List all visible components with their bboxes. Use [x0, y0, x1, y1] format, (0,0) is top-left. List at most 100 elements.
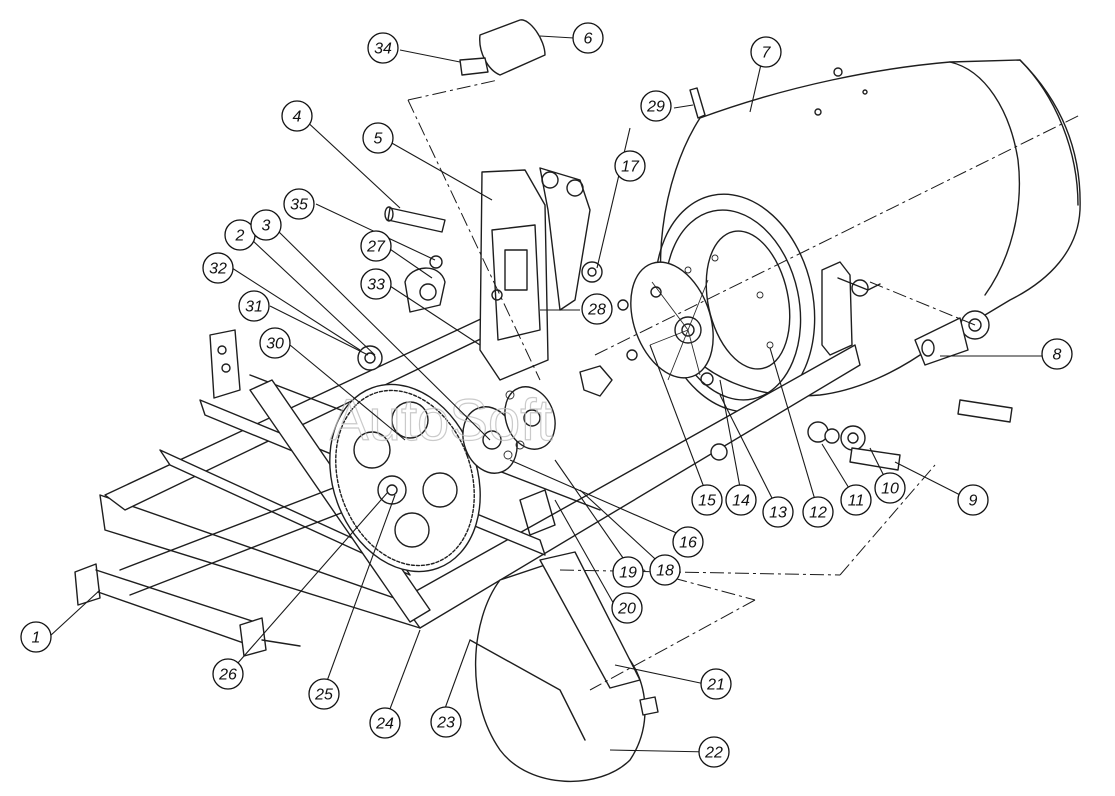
callout-19: 19: [612, 556, 644, 588]
callout-circle: [367, 32, 399, 64]
callout-number: 22: [704, 745, 723, 762]
callout-circle: [614, 150, 646, 182]
callout-14: 14: [725, 484, 757, 516]
callout-number: 16: [679, 535, 697, 552]
discharge-chute: [469, 489, 659, 783]
callout-10: 10: [874, 472, 906, 504]
callout-circle: [430, 706, 462, 738]
callout-8: 8: [1041, 338, 1073, 370]
callout-30: 30: [259, 327, 291, 359]
callout-number: 23: [436, 715, 455, 732]
watermark-text: AutoSoft: [330, 388, 552, 453]
callout-33: 33: [360, 268, 392, 300]
callout-number: 5: [374, 131, 383, 148]
callout-number: 9: [969, 493, 978, 510]
callout-number: 10: [881, 481, 899, 498]
callout-circle: [957, 484, 989, 516]
callout-circle: [259, 327, 291, 359]
callout-number: 15: [698, 493, 716, 510]
callout-circle: [362, 122, 394, 154]
callout-circle: [360, 230, 392, 262]
callout-circle: [649, 554, 681, 586]
assembly-centerlines: [407, 79, 1081, 691]
callout-circle: [750, 36, 782, 68]
callout-circle: [581, 293, 613, 325]
callout-26: 26: [212, 658, 244, 690]
callout-circle: [20, 621, 52, 653]
small-sprocket: [357, 345, 383, 371]
callout-number: 32: [209, 261, 227, 278]
callout-number: 25: [314, 687, 333, 704]
callout-number: 6: [584, 31, 593, 48]
vertical-column: [479, 167, 613, 397]
callout-12: 12: [802, 496, 834, 528]
callout-number: 18: [656, 563, 674, 580]
callout-9: 9: [957, 484, 989, 516]
callout-7: 7: [750, 36, 782, 68]
callout-27: 27: [360, 230, 392, 262]
callout-number: 19: [619, 565, 637, 582]
callout-circle: [611, 592, 643, 624]
callout-labels: 1234567891011121314151617181920212223242…: [20, 22, 1073, 768]
callout-circle: [250, 209, 282, 241]
pin-4: [384, 206, 446, 233]
callout-circle: [360, 268, 392, 300]
callout-circle: [672, 526, 704, 558]
callout-number: 29: [646, 99, 665, 116]
callout-29: 29: [640, 90, 672, 122]
callout-1: 1: [20, 621, 52, 653]
callout-number: 20: [617, 601, 636, 618]
callout-number: 30: [266, 336, 284, 353]
callout-number: 21: [706, 677, 725, 694]
callout-35: 35: [283, 188, 315, 220]
callout-11: 11: [840, 484, 872, 516]
callout-21: 21: [700, 668, 732, 700]
callout-6: 6: [572, 22, 604, 54]
callout-31: 31: [238, 290, 270, 322]
callout-number: 13: [769, 505, 787, 522]
callout-15: 15: [691, 484, 723, 516]
callout-22: 22: [698, 736, 730, 768]
callout-circle: [802, 496, 834, 528]
callout-circle: [281, 100, 313, 132]
callout-number: 4: [293, 109, 302, 126]
callout-number: 26: [218, 667, 237, 684]
callout-number: 11: [848, 493, 865, 510]
callout-number: 24: [375, 716, 394, 733]
motor-cylinder: [459, 19, 546, 76]
callout-32: 32: [202, 252, 234, 284]
hinge-9-10-11: [807, 421, 901, 471]
callout-23: 23: [430, 706, 462, 738]
callout-number: 27: [366, 239, 386, 256]
callout-circle: [700, 668, 732, 700]
callout-number: 31: [245, 299, 263, 316]
callout-3: 3: [250, 209, 282, 241]
callout-5: 5: [362, 122, 394, 154]
callout-18: 18: [649, 554, 681, 586]
callout-4: 4: [281, 100, 313, 132]
callout-circle: [572, 22, 604, 54]
callout-number: 7: [762, 45, 772, 62]
callout-circle: [283, 188, 315, 220]
nut-15: [710, 443, 728, 461]
callout-number: 28: [587, 302, 606, 319]
callout-number: 8: [1053, 347, 1062, 364]
callout-number: 17: [621, 159, 640, 176]
callout-circle: [725, 484, 757, 516]
callout-circle: [762, 496, 794, 528]
callout-13: 13: [762, 496, 794, 528]
callout-circle: [202, 252, 234, 284]
callout-circle: [238, 290, 270, 322]
callout-circle: [840, 484, 872, 516]
callout-circle: [369, 707, 401, 739]
callout-number: 34: [374, 41, 392, 58]
callout-number: 3: [262, 218, 271, 235]
callout-number: 12: [809, 505, 827, 522]
callout-number: 14: [732, 493, 750, 510]
callout-25: 25: [308, 678, 340, 710]
callout-circle: [691, 484, 723, 516]
callout-34: 34: [367, 32, 399, 64]
callout-number: 33: [367, 277, 385, 294]
